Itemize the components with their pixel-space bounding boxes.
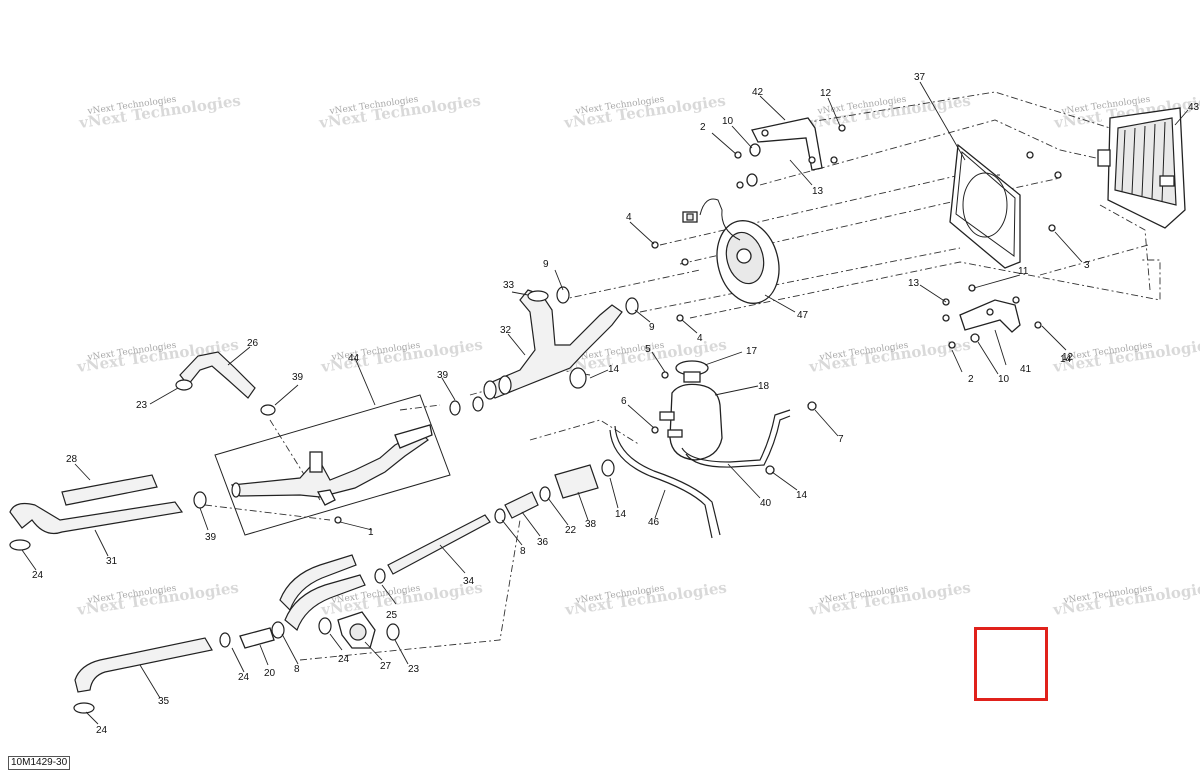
highlight-box [974,627,1048,701]
hose-25 [279,554,366,632]
callout-27: 27 [380,661,392,672]
callout-labels: 1 2 2 3 4 4 5 6 7 8 8 9 9 10 10 11 12 12… [32,72,1200,736]
hose-31 [9,501,184,551]
callout-13: 13 [908,278,920,289]
callout-39: 39 [292,372,304,383]
callout-33: 33 [503,280,515,291]
callout-10: 10 [722,116,734,127]
callout-9: 9 [543,259,549,270]
callout-24: 24 [338,654,350,665]
callout-7: 7 [838,434,844,445]
callout-11: 11 [1018,266,1029,277]
callout-40: 40 [760,498,772,509]
assembly-dash-lines [204,91,1161,661]
callout-2: 2 [700,122,706,133]
fan-bracket-upper [751,117,823,171]
callout-9: 9 [649,322,655,333]
callout-35: 35 [158,696,170,707]
callout-44: 44 [348,353,360,364]
callout-8: 8 [294,664,300,675]
y-pipe-assembly [483,289,623,400]
callout-37: 37 [914,72,926,83]
hose-36 [504,491,539,519]
callout-20: 20 [264,668,276,679]
callout-3: 3 [1084,260,1090,271]
callout-5: 5 [645,344,651,355]
fan-shroud [949,143,1021,269]
callout-8: 8 [520,546,526,557]
callout-4: 4 [697,333,703,344]
hose-28 [61,474,158,506]
callout-12: 12 [1062,352,1074,363]
hose-26 [175,351,256,399]
callout-47: 47 [797,310,809,321]
coolant-reservoir [659,360,723,461]
callout-42: 42 [752,87,764,98]
callout-18: 18 [758,381,770,392]
callout-46: 46 [648,517,660,528]
callout-24: 24 [96,725,108,736]
callout-12: 12 [820,88,832,99]
callout-10: 10 [998,374,1010,385]
thermostat-housing [337,611,376,649]
callout-14: 14 [615,509,627,520]
radiator [1097,107,1186,229]
callout-6: 6 [621,396,627,407]
callout-14: 14 [1060,354,1072,365]
callout-1: 1 [368,527,374,538]
callout-4: 4 [626,212,632,223]
callout-23: 23 [408,664,420,675]
hose-35 [73,637,213,714]
callout-14: 14 [796,490,808,501]
callout-41: 41 [1020,364,1032,375]
callout-31: 31 [106,556,118,567]
callout-32: 32 [500,325,512,336]
callout-22: 22 [565,525,577,536]
callout-43: 43 [1188,102,1200,113]
fitting-20 [239,627,275,649]
water-pipe-assembly [214,394,451,536]
pipe-34 [387,514,491,575]
callout-36: 36 [537,537,549,548]
callout-17: 17 [746,346,758,357]
fan-bracket-lower [959,299,1021,333]
watermark-layer: vNext Technologies vNext Technologies vN… [75,91,1200,619]
callout-24: 24 [238,672,250,683]
clamps-and-fasteners [193,124,1062,648]
callout-28: 28 [66,454,78,465]
callout-23: 23 [136,400,148,411]
callout-2: 2 [968,374,974,385]
callout-13: 13 [812,186,824,197]
diagram-reference-code: 10M1429-30 [8,756,71,770]
callout-34: 34 [463,576,475,587]
callout-38: 38 [585,519,597,530]
hose-38 [554,464,599,499]
callout-39: 39 [205,532,217,543]
callout-24: 24 [32,570,44,581]
callout-leader-lines [21,81,1189,725]
overflow-hoses [609,409,791,539]
callout-25: 25 [386,610,398,621]
callout-39: 39 [437,370,449,381]
callout-26: 26 [247,338,259,349]
electric-fan [682,198,780,304]
callout-14: 14 [608,364,620,375]
